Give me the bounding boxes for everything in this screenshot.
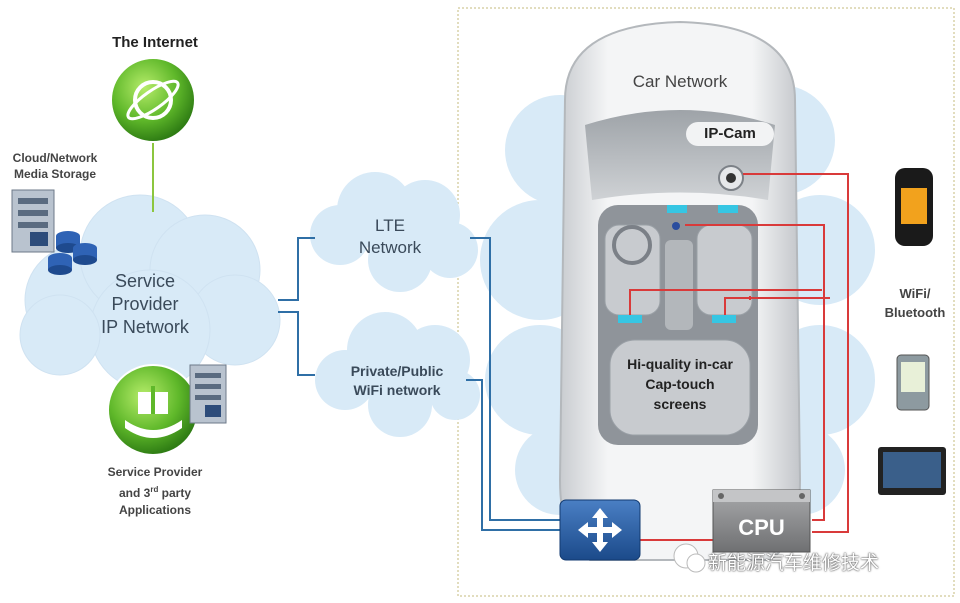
wifi-cloud-label: Private/Public WiFi network	[322, 362, 472, 400]
handheld-game-device-icon	[895, 168, 933, 246]
apps-label: Service Provider and 3rd party Applicati…	[85, 464, 225, 519]
screens-label-line1: Hi-quality in-car	[627, 356, 733, 372]
apps-label-line2: and 3rd party	[85, 481, 225, 502]
tablet-device-icon	[878, 447, 946, 495]
apps-label-line2-b: party	[158, 486, 192, 500]
apps-label-line1: Service Provider	[107, 465, 203, 479]
wechat-icon	[673, 543, 706, 573]
globe-icon	[110, 57, 196, 143]
apps-label-line3: Applications	[118, 503, 191, 517]
wifi-cloud	[315, 312, 480, 437]
lte-cloud-line1: LTE	[375, 216, 405, 235]
gift-apps-icon	[107, 364, 199, 456]
devices-label: WiFi/ Bluetooth	[870, 284, 960, 322]
apps-label-line2-a: and 3	[118, 486, 151, 500]
smartphone-device-icon	[896, 354, 930, 411]
screens-label-line2: Cap-touch	[645, 376, 715, 392]
devices-label-line1: WiFi/	[899, 286, 931, 301]
ip-cam-label: IP-Cam	[686, 122, 774, 146]
blue-network-links	[278, 237, 560, 531]
media-storage-server-icon	[11, 189, 97, 275]
watermark-text: 新能源汽车维修技术	[708, 553, 880, 574]
storage-label: Cloud/Network Media Storage	[0, 150, 110, 182]
service-cloud-line2: Provider	[111, 294, 179, 314]
service-cloud-line3: IP Network	[101, 317, 189, 337]
screens-label-line3: screens	[653, 396, 707, 412]
lte-cloud-line2: Network	[358, 238, 422, 257]
cpu-box	[712, 489, 811, 553]
lte-cloud-label: LTE Network	[335, 215, 445, 259]
ip-cam-icon	[718, 165, 744, 191]
service-cloud-line1: Service	[114, 271, 176, 291]
service-cloud-label: Service Provider IP Network	[70, 270, 220, 339]
car-network-boundary	[457, 7, 955, 597]
storage-label-line1: Cloud/Network	[12, 151, 98, 165]
internet-title: The Internet	[112, 34, 198, 51]
cpu-label: CPU	[738, 515, 785, 540]
car-network-title: Car Network	[632, 72, 728, 91]
apps-label-line2-sup: rd	[150, 485, 159, 494]
red-car-wiring	[629, 173, 849, 541]
storage-label-line2: Media Storage	[13, 167, 97, 181]
wifi-cloud-line2: WiFi network	[353, 382, 441, 398]
devices-label-line2: Bluetooth	[884, 305, 946, 320]
apps-server-icon	[189, 364, 227, 424]
screens-label: Hi-quality in-car Cap-touch screens	[615, 354, 745, 414]
service-provider-cloud	[19, 194, 281, 391]
router-icon	[559, 499, 641, 561]
wifi-cloud-line1: Private/Public	[350, 363, 444, 379]
lte-cloud	[310, 172, 478, 292]
